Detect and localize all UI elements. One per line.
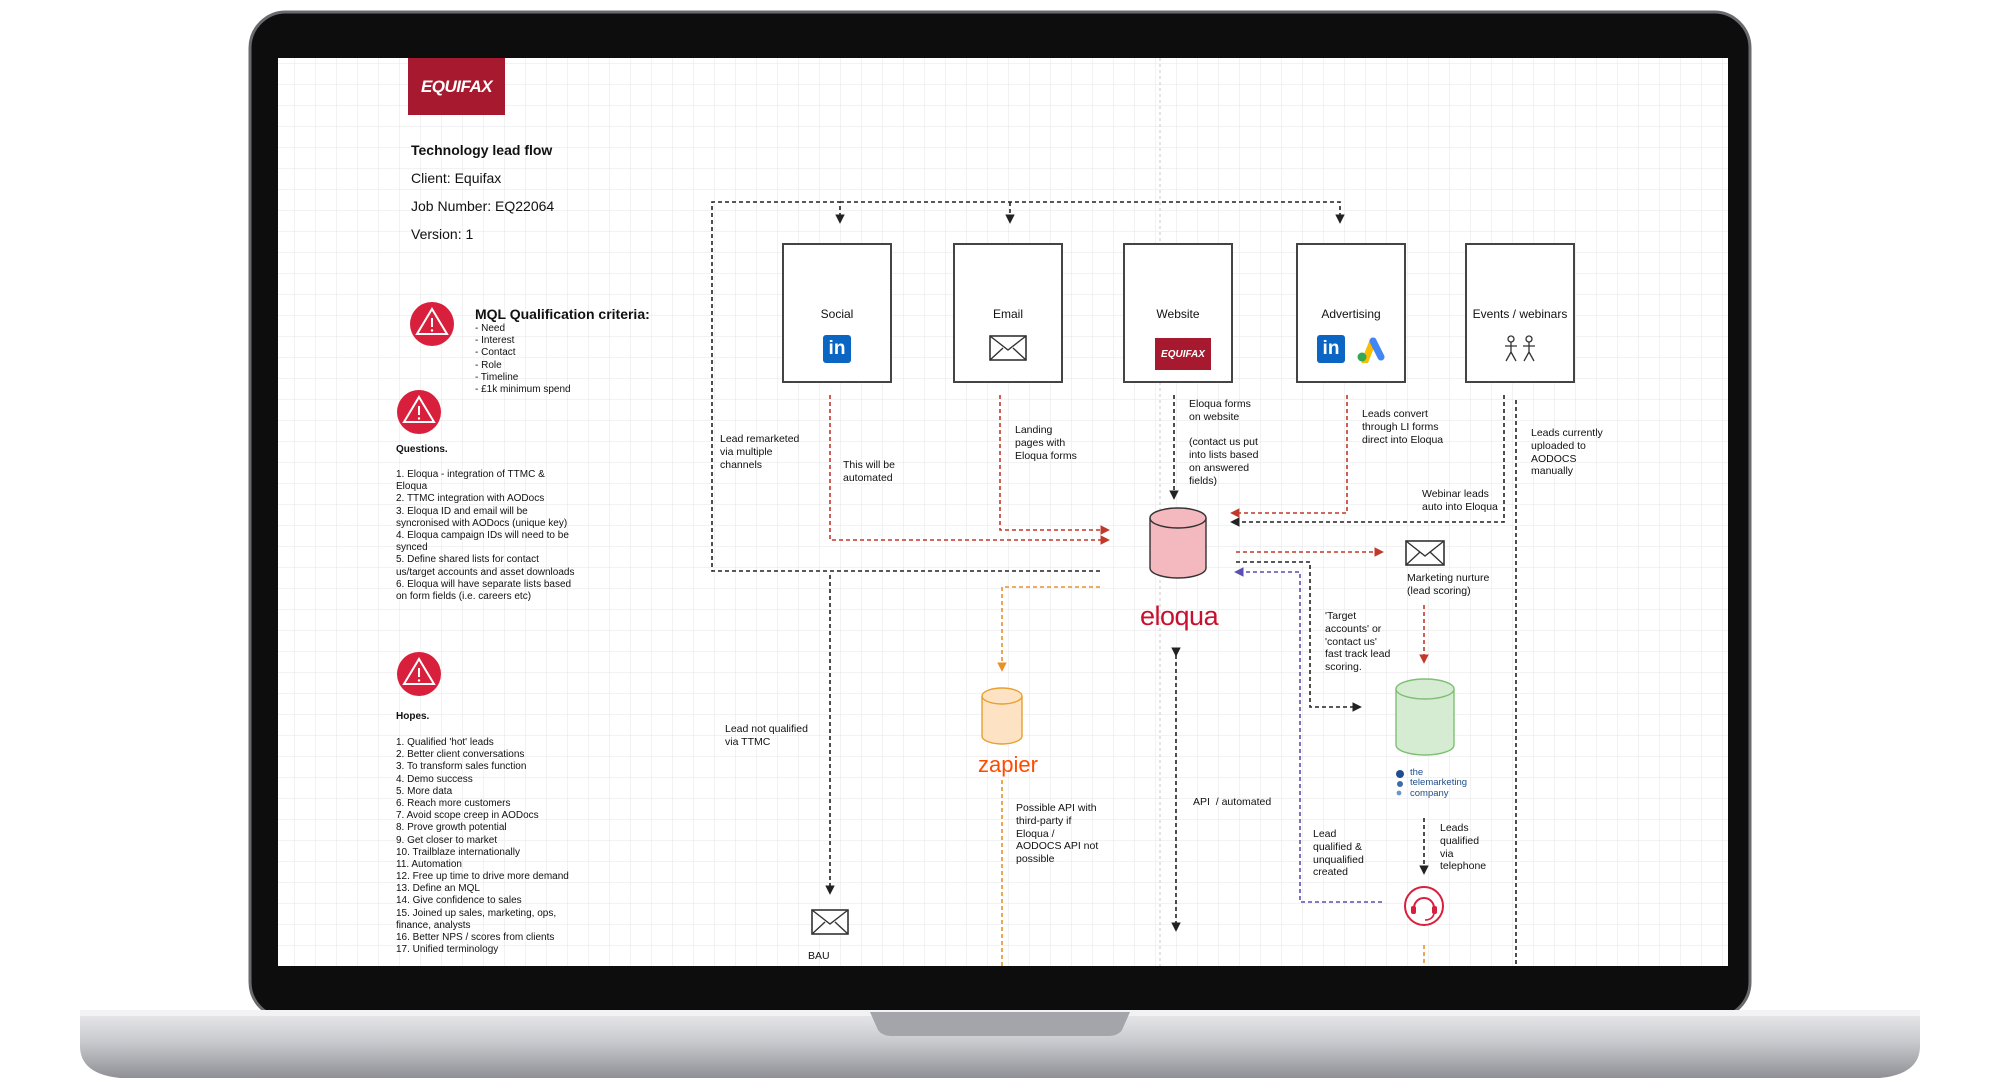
- client-line: Client: Equifax: [411, 170, 502, 186]
- eloqua-database-icon: [1149, 507, 1207, 579]
- mql-criteria-list: - Need - Interest - Contact - Role - Tim…: [475, 323, 571, 396]
- hope-item: 3. To transform sales function: [396, 761, 527, 773]
- annotation-webinar-leads: Webinar leads auto into Eloqua: [1422, 488, 1498, 513]
- hopes-title: Hopes.: [396, 711, 430, 722]
- version-line: Version: 1: [411, 226, 474, 242]
- warning-icon-questions: [397, 390, 441, 434]
- channel-box-social[interactable]: Social in: [782, 243, 892, 383]
- annotation-lead-remarketed: Lead remarketed via multiple channels: [720, 433, 800, 471]
- channel-label: Social: [820, 307, 854, 321]
- question-item: on form fields (i.e. careers etc): [396, 590, 532, 602]
- equifax-logo: EQUIFAX: [408, 58, 505, 115]
- hope-item: 14. Give confidence to sales: [396, 895, 522, 907]
- hope-item: 15. Joined up sales, marketing, ops,: [396, 907, 557, 919]
- ttmc-word: the: [1410, 767, 1424, 778]
- warning-icon-mql: [410, 302, 454, 346]
- question-item: syncronised with AODocs (unique key): [396, 517, 568, 529]
- warning-icon-hopes: [397, 652, 441, 696]
- hope-item: 1. Qualified 'hot' leads: [396, 737, 494, 748]
- channel-label: Website: [1156, 307, 1200, 321]
- job-number-line: Job Number: EQ22064: [411, 198, 555, 214]
- ttmc-logo-text: the telemarketing company: [1410, 767, 1468, 799]
- nurture-envelope-icon: [1405, 540, 1445, 566]
- hope-item: finance, analysts: [396, 919, 471, 931]
- google-ads-icon: [1357, 337, 1385, 363]
- hopes-list: 1. Qualified 'hot' leads 2. Better clien…: [396, 737, 569, 963]
- mql-item: - Interest: [475, 335, 515, 347]
- zapier-logo: zapier: [978, 752, 1038, 777]
- question-item: 6. Eloqua will have separate lists based: [396, 578, 572, 590]
- mql-item: - Timeline: [475, 371, 519, 383]
- hope-item: 8. Prove growth potential: [396, 822, 507, 834]
- annotation-leads-convert: Leads convert through LI forms direct in…: [1362, 408, 1444, 446]
- annotation-automated: This will be automated: [843, 459, 895, 484]
- hope-item: 4. Demo success: [396, 773, 473, 785]
- questions-list: 1. Eloqua - integration of TTMC & Eloqua…: [396, 469, 574, 603]
- channel-label: Advertising: [1321, 307, 1381, 321]
- bau-envelope-icon: [811, 909, 849, 935]
- hope-item: 6. Reach more customers: [396, 797, 511, 809]
- hope-item: 13. Define an MQL: [396, 883, 480, 895]
- headset-icon: [1404, 886, 1444, 926]
- equifax-mini-logo: EQUIFAX: [1155, 338, 1211, 370]
- mql-item: - £1k minimum spend: [475, 383, 571, 395]
- annotation-api-automated: API / automated: [1193, 796, 1272, 808]
- hope-item: 2. Better client conversations: [396, 749, 525, 761]
- channel-box-events[interactable]: Events / webinars: [1465, 243, 1575, 383]
- annotation-marketing-nurture: Marketing nurture (lead scoring): [1407, 572, 1490, 597]
- annotation-lead-qualified: Lead qualified & unqualified created: [1313, 828, 1364, 879]
- annotation-target-accounts: 'Target accounts' or 'contact us' fast t…: [1325, 610, 1391, 674]
- linkedin-icon: in: [823, 335, 851, 363]
- eloqua-logo: eloqua: [1140, 601, 1219, 631]
- linkedin-icon: in: [1317, 335, 1345, 363]
- question-item: Eloqua: [396, 481, 428, 493]
- question-item: 1. Eloqua - integration of TTMC &: [396, 469, 545, 480]
- mql-item: - Role: [475, 359, 502, 371]
- annotation-leads-uploaded: Leads currently uploaded to AODOCS manua…: [1531, 427, 1603, 478]
- question-item: 4. Eloqua campaign IDs will need to be: [396, 529, 569, 541]
- questions-title: Questions.: [396, 444, 448, 455]
- hope-item: 16. Better NPS / scores from clients: [396, 932, 555, 943]
- hope-item: 11. Automation: [396, 858, 462, 870]
- envelope-icon: [989, 335, 1027, 361]
- mql-item: - Contact: [475, 347, 516, 359]
- question-item: 5. Define shared lists for contact: [396, 554, 539, 566]
- hope-item: 17. Unified terminology: [396, 944, 499, 956]
- channel-label: Events / webinars: [1472, 307, 1568, 321]
- ttmc-word: company: [1410, 787, 1449, 799]
- zapier-database-icon: [981, 687, 1023, 745]
- ttmc-word: telemarketing: [1410, 777, 1468, 789]
- mql-item: - Need: [475, 323, 506, 334]
- channel-box-website[interactable]: Website EQUIFAX: [1123, 243, 1233, 383]
- annotation-bau: BAU: [808, 950, 830, 962]
- hope-item: 9. Get closer to market: [396, 834, 498, 846]
- question-item: us/target accounts and asset downloads: [396, 566, 575, 578]
- hope-item: 12. Free up time to drive more demand: [396, 871, 569, 883]
- question-item: 2. TTMC integration with AODocs: [396, 493, 545, 505]
- annotation-eloqua-forms: Eloqua forms on website (contact us put …: [1189, 398, 1259, 487]
- annotation-leads-telephone: Leads qualified via telephone: [1440, 822, 1487, 873]
- ttmc-database-icon: [1395, 678, 1455, 756]
- hope-item: 7. Avoid scope creep in AODocs: [396, 810, 539, 822]
- question-item: synced: [396, 542, 428, 554]
- mql-title: MQL Qualification criteria:: [475, 306, 650, 322]
- hope-item: 5. More data: [396, 785, 453, 797]
- channel-box-advertising[interactable]: Advertising in: [1296, 243, 1406, 383]
- annotation-lead-not-qualified: Lead not qualified via TTMC: [725, 723, 808, 748]
- annotation-possible-api: Possible API with third-party if Eloqua …: [1016, 802, 1099, 866]
- hope-item: 10. Trailblaze internationally: [396, 846, 520, 858]
- question-item: 3. Eloqua ID and email will be: [396, 505, 528, 517]
- channel-box-email[interactable]: Email: [953, 243, 1063, 383]
- people-icon: [1505, 335, 1535, 362]
- channel-label: Email: [992, 307, 1023, 321]
- diagram-title: Technology lead flow: [411, 142, 553, 158]
- ttmc-logo-icon: [1396, 770, 1404, 796]
- annotation-landing-pages: Landing pages with Eloqua forms: [1015, 424, 1077, 462]
